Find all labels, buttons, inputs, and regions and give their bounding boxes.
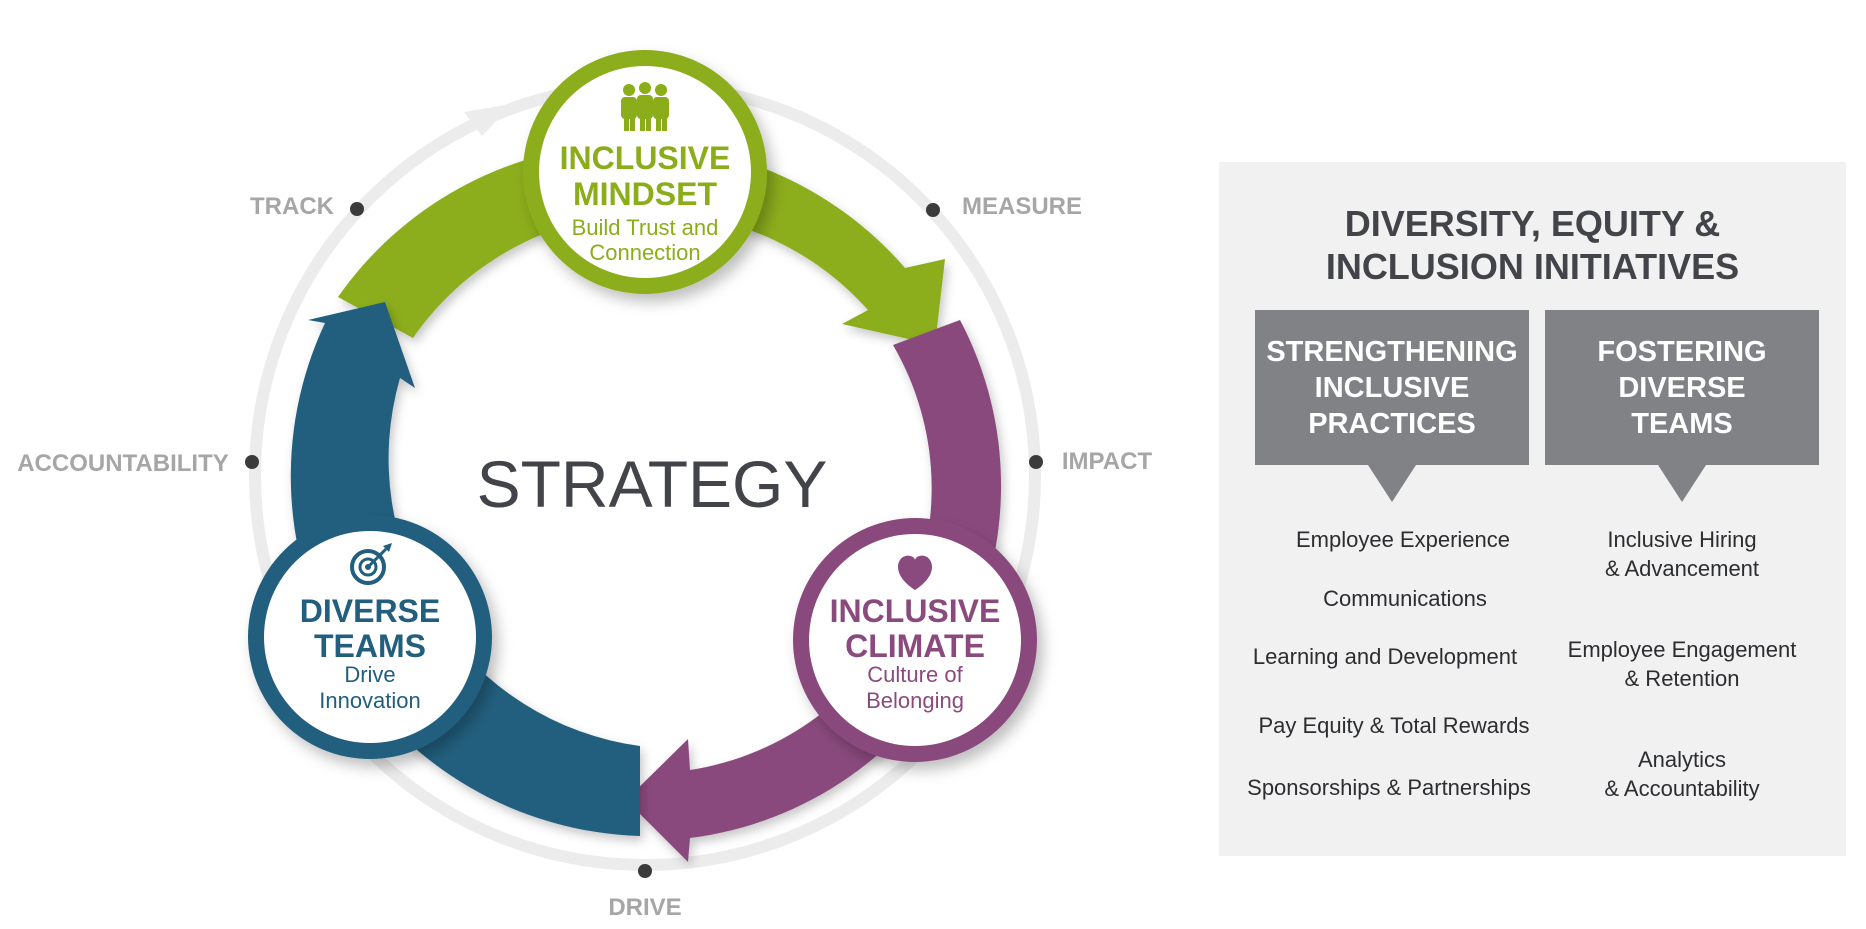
list-item-pay-equity: Pay Equity & Total Rewards bbox=[1258, 713, 1530, 738]
green-cycle-arrow bbox=[338, 143, 945, 345]
item-line: Analytics bbox=[1637, 747, 1727, 772]
mindset-subtitle-line2: Connection bbox=[589, 240, 700, 265]
header-pointer bbox=[1368, 465, 1416, 502]
measure-dot bbox=[926, 203, 940, 217]
item-line: Inclusive Hiring bbox=[1607, 527, 1757, 552]
label-accountability: ACCOUNTABILITY bbox=[17, 450, 229, 477]
header-line: FOSTERING bbox=[1597, 336, 1767, 368]
header-pointer bbox=[1658, 465, 1706, 502]
node-inclusive-mindset: INCLUSIVE MINDSET Build Trust and Connec… bbox=[523, 50, 767, 294]
climate-subtitle-line1: Culture of bbox=[867, 662, 963, 687]
strategy-cycle-diagram: TRACK MEASURE ACCOUNTABILITY IMPACT DRIV… bbox=[17, 50, 1153, 921]
list-item-employee-engagement: Employee Engagement & Retention bbox=[1545, 635, 1819, 693]
label-impact: IMPACT bbox=[1062, 448, 1153, 475]
outer-ring-arrowhead bbox=[464, 104, 512, 136]
climate-title-line2: CLIMATE bbox=[845, 628, 985, 664]
mindset-title-line1: INCLUSIVE bbox=[560, 140, 731, 176]
node-inclusive-climate: INCLUSIVE CLIMATE Culture of Belonging bbox=[793, 518, 1037, 762]
teams-subtitle-line2: Innovation bbox=[319, 688, 421, 713]
header-strengthening-inclusive-practices: STRENGTHENING INCLUSIVE PRACTICES bbox=[1255, 310, 1529, 502]
initiatives-panel: DIVERSITY, EQUITY & INCLUSION INITIATIVE… bbox=[1219, 162, 1846, 856]
header-line: STRENGTHENING bbox=[1266, 336, 1518, 368]
impact-dot bbox=[1029, 455, 1043, 469]
mindset-title-line2: MINDSET bbox=[573, 176, 717, 212]
climate-title-line1: INCLUSIVE bbox=[830, 593, 1001, 629]
heart-icon bbox=[898, 555, 932, 590]
list-item-communications: Communications bbox=[1323, 586, 1487, 611]
label-drive: DRIVE bbox=[608, 894, 681, 921]
target-icon bbox=[350, 543, 392, 585]
people-icon bbox=[621, 82, 669, 131]
header-line: PRACTICES bbox=[1308, 408, 1476, 440]
item-line: & Accountability bbox=[1604, 776, 1760, 801]
label-measure: MEASURE bbox=[962, 193, 1082, 220]
header-line: DIVERSE bbox=[1618, 372, 1746, 404]
list-item-employee-experience: Employee Experience bbox=[1295, 527, 1510, 552]
item-line: & Retention bbox=[1624, 666, 1740, 691]
node-diverse-teams: DIVERSE TEAMS Drive Innovation bbox=[248, 515, 492, 759]
mindset-subtitle-line1: Build Trust and bbox=[572, 215, 719, 240]
header-line: TEAMS bbox=[1631, 408, 1733, 440]
item-line: & Advancement bbox=[1604, 556, 1760, 581]
teams-title-line2: TEAMS bbox=[314, 628, 426, 664]
header-fostering-diverse-teams: FOSTERING DIVERSE TEAMS bbox=[1545, 310, 1819, 502]
item-line: Employee Engagement bbox=[1567, 637, 1797, 662]
track-dot bbox=[350, 202, 364, 216]
teams-subtitle-line1: Drive bbox=[344, 662, 395, 687]
teams-title-line1: DIVERSE bbox=[300, 593, 440, 629]
label-track: TRACK bbox=[250, 193, 335, 220]
header-line: INCLUSIVE bbox=[1314, 372, 1470, 404]
drive-dot bbox=[638, 864, 652, 878]
climate-subtitle-line2: Belonging bbox=[866, 688, 964, 713]
center-label: STRATEGY bbox=[477, 447, 828, 521]
list-item-analytics: Analytics & Accountability bbox=[1545, 745, 1819, 803]
list-item-inclusive-hiring: Inclusive Hiring & Advancement bbox=[1545, 525, 1819, 583]
list-item-sponsorships: Sponsorships & Partnerships bbox=[1247, 775, 1531, 800]
panel-title: DIVERSITY, EQUITY & INCLUSION INITIATIVE… bbox=[1219, 202, 1846, 288]
accountability-dot bbox=[245, 455, 259, 469]
list-item-learning-development: Learning and Development bbox=[1252, 644, 1518, 669]
panel-title-line2: INCLUSION INITIATIVES bbox=[1325, 246, 1740, 287]
panel-title-line1: DIVERSITY, EQUITY & bbox=[1344, 203, 1721, 244]
